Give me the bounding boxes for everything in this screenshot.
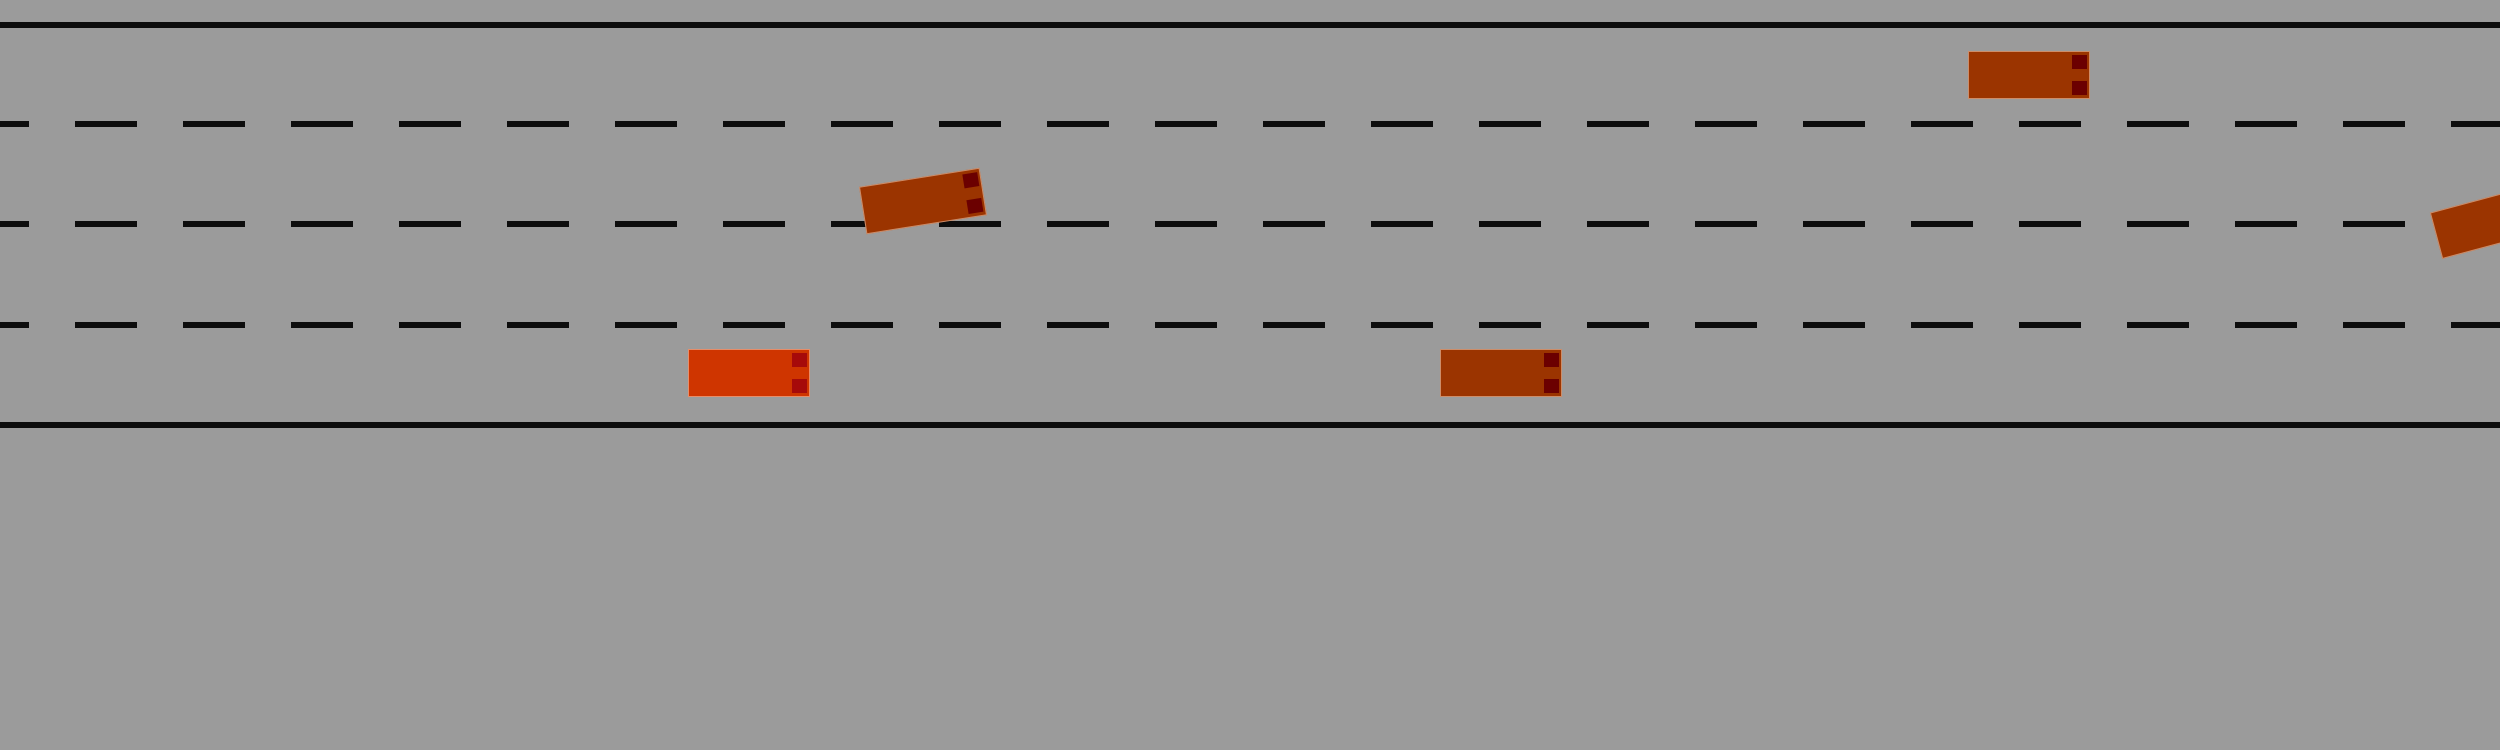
vehicle-light (1544, 353, 1559, 367)
vehicle-light (2072, 55, 2087, 69)
ego-vehicle (688, 349, 810, 397)
road-bottom-edge (0, 422, 2500, 428)
lane-divider-1 (0, 121, 2500, 127)
other-vehicle (1440, 349, 1562, 397)
vehicle-light (792, 353, 807, 367)
vehicle-light (792, 379, 807, 393)
other-vehicle (2429, 181, 2500, 259)
vehicle-light (962, 172, 980, 189)
lane-divider-3 (0, 322, 2500, 328)
vehicle-light (966, 197, 984, 215)
vehicle-light (1544, 379, 1559, 393)
road-top-edge (0, 22, 2500, 28)
vehicle-light (2072, 81, 2087, 95)
lane-divider-2 (0, 221, 2500, 227)
other-vehicle (1968, 51, 2090, 99)
